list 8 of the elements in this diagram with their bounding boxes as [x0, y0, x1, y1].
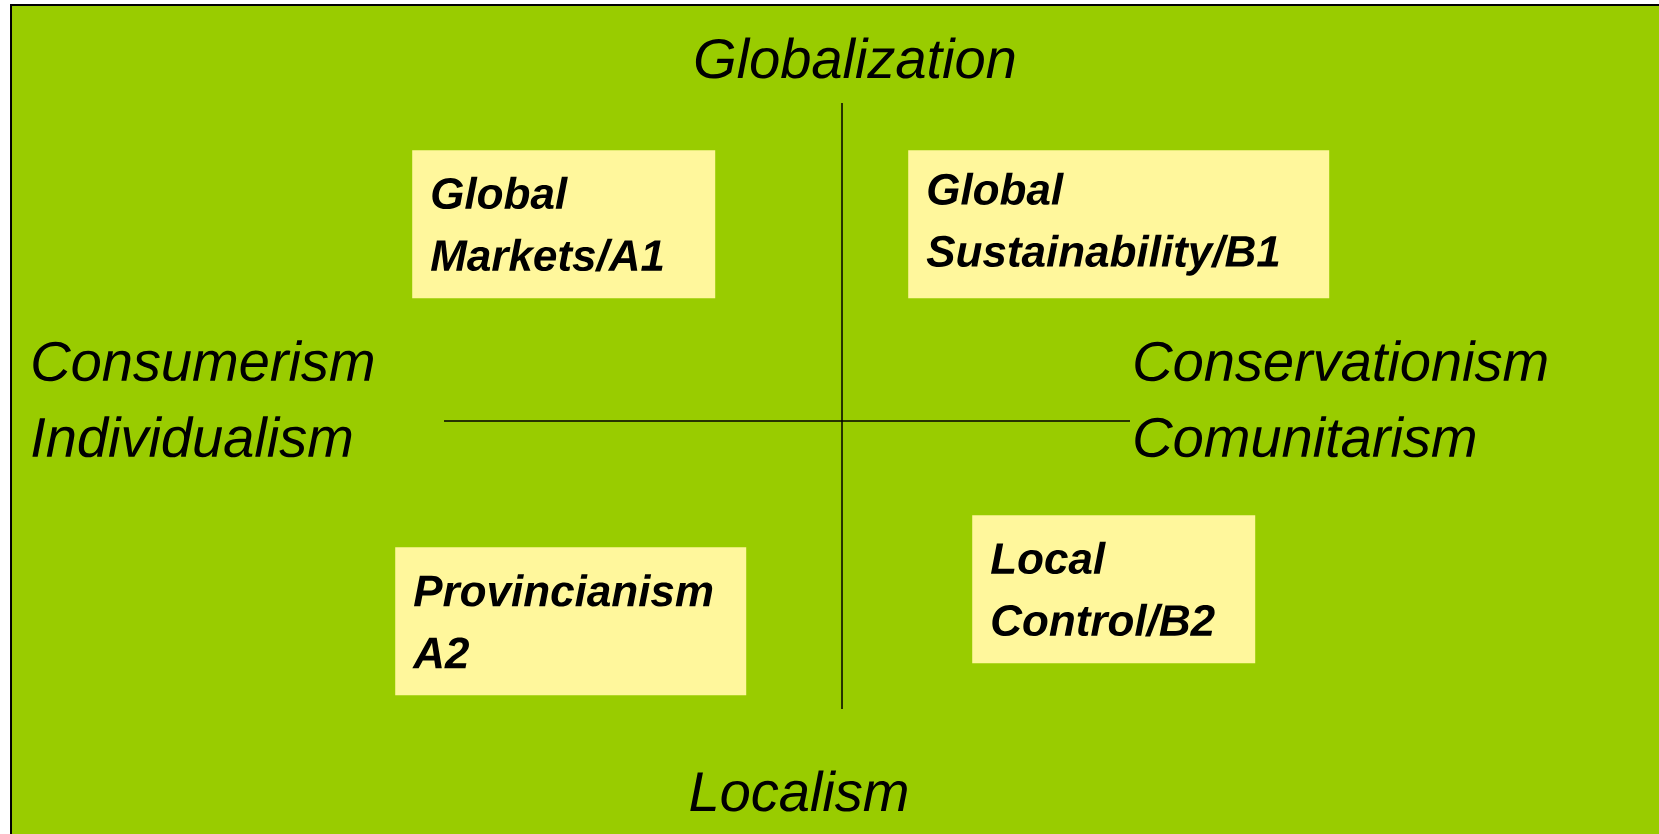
axis-label: Conservationism Comunitarism [1135, 340, 1547, 458]
axis-label: Globalization [695, 37, 1015, 79]
axis-label: Consumerism Individualism [32, 340, 373, 458]
scenario-box: Global Sustainability/B1 [908, 150, 1330, 299]
scenario-box: Provincianism A2 [395, 547, 747, 696]
axis-label: Localism [690, 770, 907, 812]
scenario-box: Local Control/B2 [972, 515, 1256, 664]
scenario-box: Global Markets/A1 [412, 150, 716, 299]
